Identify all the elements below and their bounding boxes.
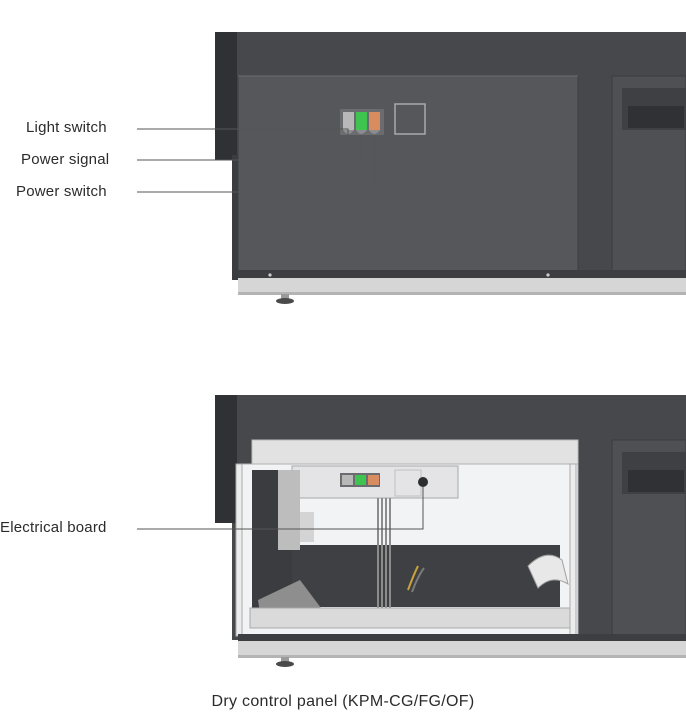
power-switch-label: Power switch xyxy=(16,183,107,200)
top-leader-lines xyxy=(137,128,375,193)
electrical-board-leader-line xyxy=(137,487,424,530)
power-switch-button xyxy=(369,112,380,130)
bottom-cabinet xyxy=(215,395,686,667)
light-switch-label: Light switch xyxy=(26,119,107,136)
power-signal-lamp xyxy=(356,112,367,130)
figure-caption: Dry control panel (KPM-CG/FG/OF) xyxy=(211,693,475,710)
top-cabinet xyxy=(215,32,686,304)
electrical-board-label: Electrical board xyxy=(0,519,107,536)
power-signal-label: Power signal xyxy=(21,151,110,168)
electrical-board xyxy=(291,465,459,499)
light-switch-button xyxy=(343,112,354,130)
top-switch-group xyxy=(340,109,384,135)
